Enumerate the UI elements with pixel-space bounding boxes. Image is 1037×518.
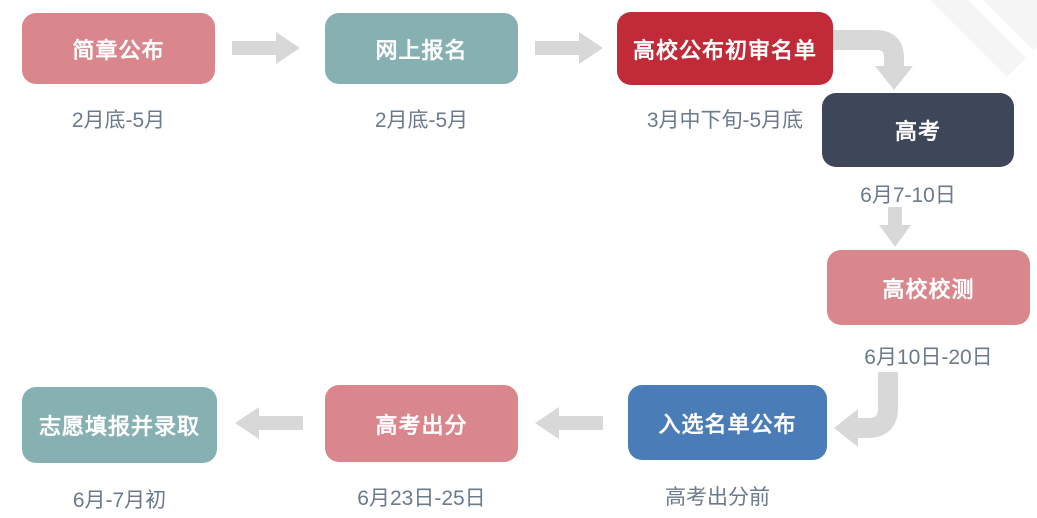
arrow-right-2 [535,32,603,64]
arrow-elbow-right-down [830,30,913,90]
step-date-announcement: 2月底-5月 [71,109,166,132]
step-date-initial-list: 3月中下旬-5月底 [646,109,804,132]
arrow-elbow-down-left [834,372,898,447]
step-box-selected-list: 入选名单公布 [628,385,827,460]
arrow-right-1 [232,32,300,64]
arrow-down [879,207,911,247]
arrow-left-2 [235,407,303,439]
step-box-initial-list: 高校公布初审名单 [617,12,833,85]
step-date-score-release: 6月23日-25日 [357,487,486,510]
step-box-score-release: 高考出分 [325,385,518,462]
step-box-enrollment: 志愿填报并录取 [22,387,217,463]
step-box-school-test: 高校校测 [827,250,1030,325]
step-box-gaokao: 高考 [822,93,1014,167]
step-date-school-test: 6月10日-20日 [864,346,993,369]
arrow-left-1 [535,407,603,439]
step-box-announcement: 简章公布 [22,13,215,84]
step-box-registration: 网上报名 [325,13,518,84]
step-date-registration: 2月底-5月 [374,109,469,132]
step-date-gaokao: 6月7-10日 [860,184,956,207]
step-date-selected-list: 高考出分前 [665,486,770,509]
step-date-enrollment: 6月-7月初 [72,489,167,512]
